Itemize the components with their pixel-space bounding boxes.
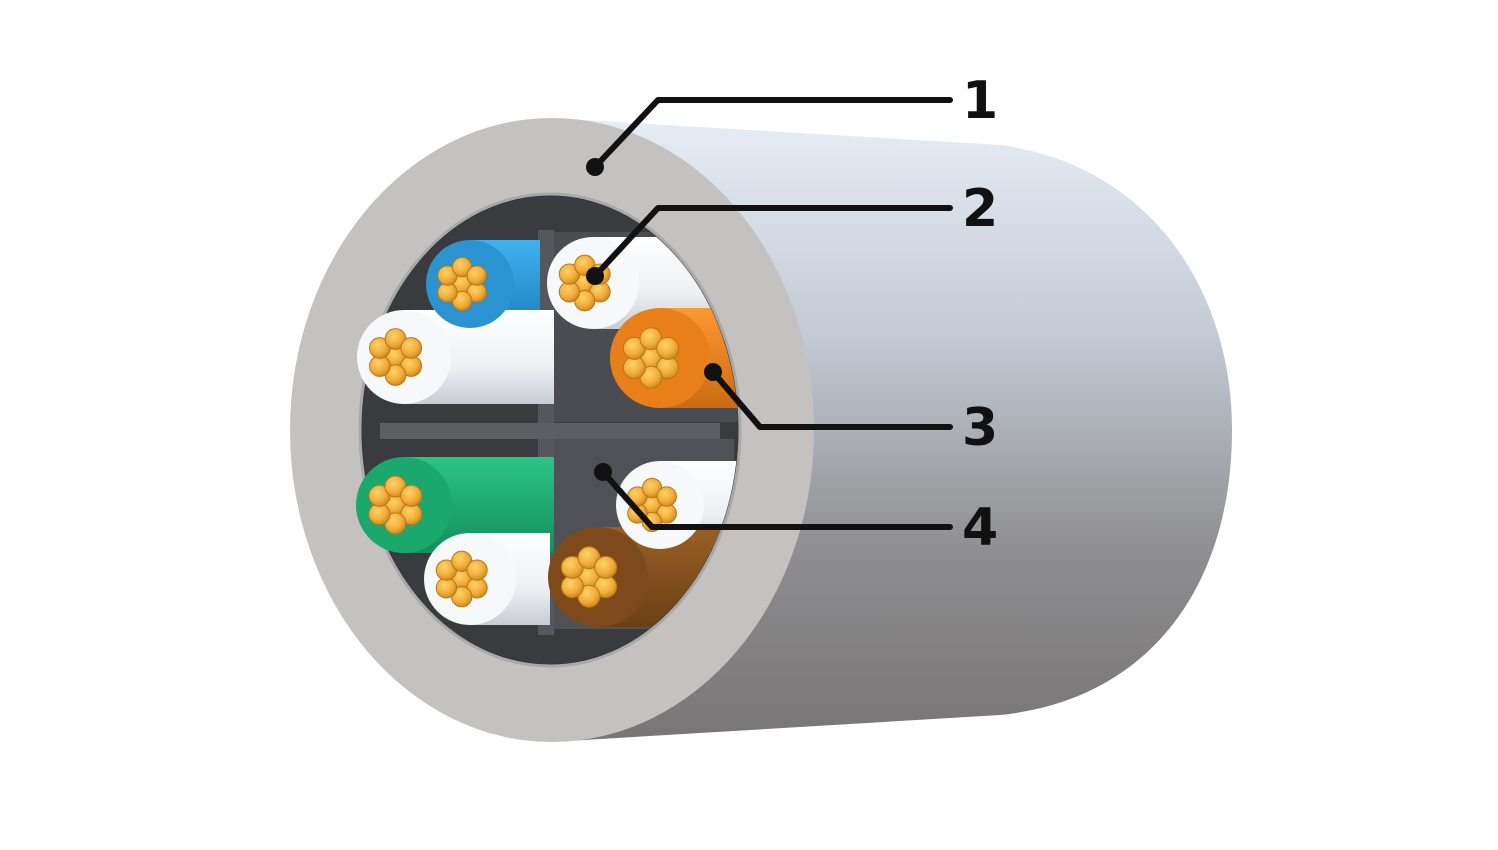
leader-dot-2 (586, 267, 604, 285)
leader-dot-1 (586, 158, 604, 176)
callout-label-2: 2 (962, 179, 998, 239)
copper-strand (370, 356, 391, 377)
copper-strand (595, 556, 617, 578)
copper-strand (623, 357, 645, 379)
copper-strand (467, 560, 487, 580)
leader-dot-4 (594, 463, 612, 481)
copper-strand (467, 266, 486, 285)
copper-strand (657, 487, 676, 506)
separator-horizontal (380, 423, 720, 439)
copper-strand (369, 504, 390, 525)
copper-strand (436, 578, 456, 598)
copper-strand (401, 338, 422, 359)
callout-label-4: 4 (962, 498, 998, 558)
callout-label-1: 1 (962, 71, 998, 131)
copper-strand (657, 337, 679, 359)
copper-strand (401, 485, 422, 506)
copper-strand (559, 282, 579, 302)
leader-dot-3 (704, 363, 722, 381)
callout-label-3: 3 (962, 398, 998, 458)
copper-strand (561, 576, 583, 598)
